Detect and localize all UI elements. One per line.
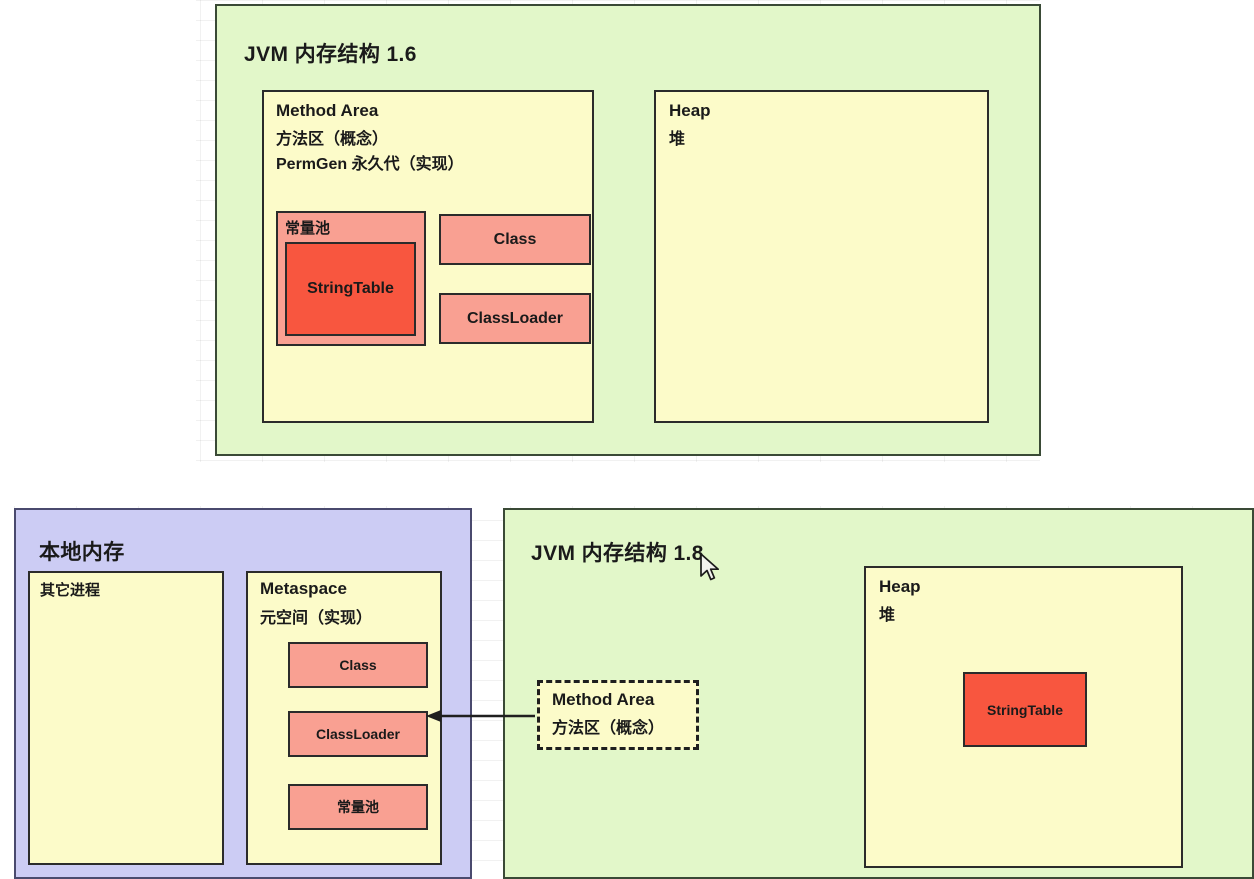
metaspace-classloader-box[interactable]: ClassLoader <box>288 711 428 757</box>
string-table-box-1-6[interactable]: StringTable <box>285 242 416 336</box>
metaspace-constant-pool-box[interactable]: 常量池 <box>288 784 428 830</box>
heap-title-1-6: Heap <box>669 101 711 120</box>
method-area-subtitle-1-8: 方法区（概念） <box>552 720 665 737</box>
metaspace-constant-pool-label: 常量池 <box>337 799 379 815</box>
string-table-box-1-8[interactable]: StringTable <box>963 672 1087 747</box>
heap-title-1-8: Heap <box>879 577 921 596</box>
constant-pool-box-1-6[interactable]: 常量池 StringTable <box>276 211 426 346</box>
method-area-permgen-line: PermGen 永久代（实现） <box>276 156 464 173</box>
method-area-title-1-8: Method Area <box>552 690 655 709</box>
method-area-box-1-8[interactable]: Method Area 方法区（概念） <box>537 680 699 750</box>
string-table-label: StringTable <box>307 280 394 297</box>
jvm-1-8-panel[interactable]: JVM 内存结构 1.8 Method Area 方法区（概念） Heap 堆 … <box>503 508 1254 879</box>
method-area-box-1-6[interactable]: Method Area 方法区（概念） PermGen 永久代（实现） 常量池 … <box>262 90 594 423</box>
method-area-subtitle: 方法区（概念） <box>276 131 389 148</box>
native-memory-panel[interactable]: 本地内存 其它进程 Metaspace 元空间（实现） Class ClassL… <box>14 508 472 879</box>
heap-subtitle-1-6: 堆 <box>669 131 686 148</box>
metaspace-classloader-label: ClassLoader <box>315 726 401 742</box>
native-memory-title: 本地内存 <box>39 541 125 564</box>
class-box-1-6[interactable]: Class <box>439 214 591 265</box>
class-label: Class <box>493 230 537 248</box>
heap-box-1-8[interactable]: Heap 堆 StringTable <box>864 566 1183 868</box>
other-processes-label: 其它进程 <box>40 582 101 599</box>
grid-mask-middle-gap <box>0 462 1254 506</box>
jvm-1-6-panel[interactable]: JVM 内存结构 1.6 Method Area 方法区（概念） PermGen… <box>215 4 1041 456</box>
metaspace-box[interactable]: Metaspace 元空间（实现） Class ClassLoader 常量池 <box>246 571 442 865</box>
grid-mask-top-left <box>0 0 196 462</box>
jvm-1-8-title: JVM 内存结构 1.8 <box>531 542 704 565</box>
metaspace-title: Metaspace <box>260 579 347 598</box>
grid-mask-top-right <box>1040 0 1254 462</box>
constant-pool-label: 常量池 <box>285 220 331 237</box>
classloader-label: ClassLoader <box>466 309 564 327</box>
string-table-label-1-8: StringTable <box>987 701 1063 718</box>
classloader-box-1-6[interactable]: ClassLoader <box>439 293 591 344</box>
jvm-1-6-title: JVM 内存结构 1.6 <box>244 43 417 66</box>
method-area-title: Method Area <box>276 101 379 120</box>
method-area-to-metaspace-arrow <box>426 710 535 722</box>
heap-box-1-6[interactable]: Heap 堆 <box>654 90 989 423</box>
metaspace-class-label: Class <box>339 657 377 673</box>
heap-subtitle-1-8: 堆 <box>879 607 896 624</box>
metaspace-subtitle: 元空间（实现） <box>260 610 373 627</box>
metaspace-class-box[interactable]: Class <box>288 642 428 688</box>
other-processes-box[interactable]: 其它进程 <box>28 571 224 865</box>
